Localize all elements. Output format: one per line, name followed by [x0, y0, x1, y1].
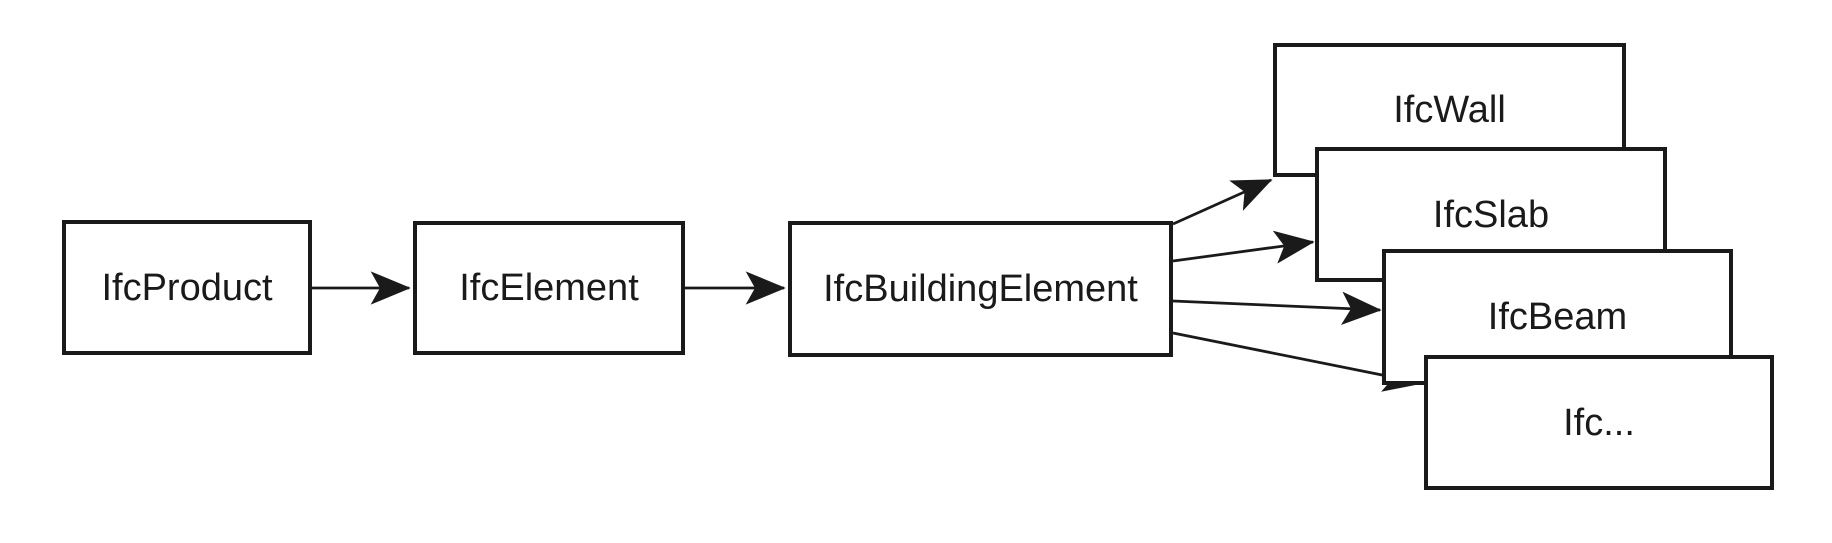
node-ifcproduct-label: IfcProduct	[101, 266, 273, 309]
node-ifcetc: Ifc...	[1424, 355, 1774, 490]
node-ifcbeam-label: IfcBeam	[1487, 296, 1628, 338]
node-ifcelement: IfcElement	[413, 221, 685, 355]
node-ifcbuildingelement-label: IfcBuildingElement	[823, 268, 1138, 310]
node-ifcelement-label: IfcElement	[459, 267, 639, 309]
node-ifcproduct: IfcProduct	[62, 220, 312, 355]
node-ifcslab-label: IfcSlab	[1432, 193, 1550, 236]
arrow-buildingelement-to-beam	[1172, 291, 1382, 325]
arrow-buildingelement-to-wall	[1172, 178, 1273, 226]
node-ifcwall-label: IfcWall	[1393, 89, 1506, 131]
arrow-buildingelement-to-slab	[1172, 230, 1315, 264]
node-ifcetc-label: Ifc...	[1563, 401, 1635, 444]
node-ifcbuildingelement: IfcBuildingElement	[788, 221, 1173, 357]
